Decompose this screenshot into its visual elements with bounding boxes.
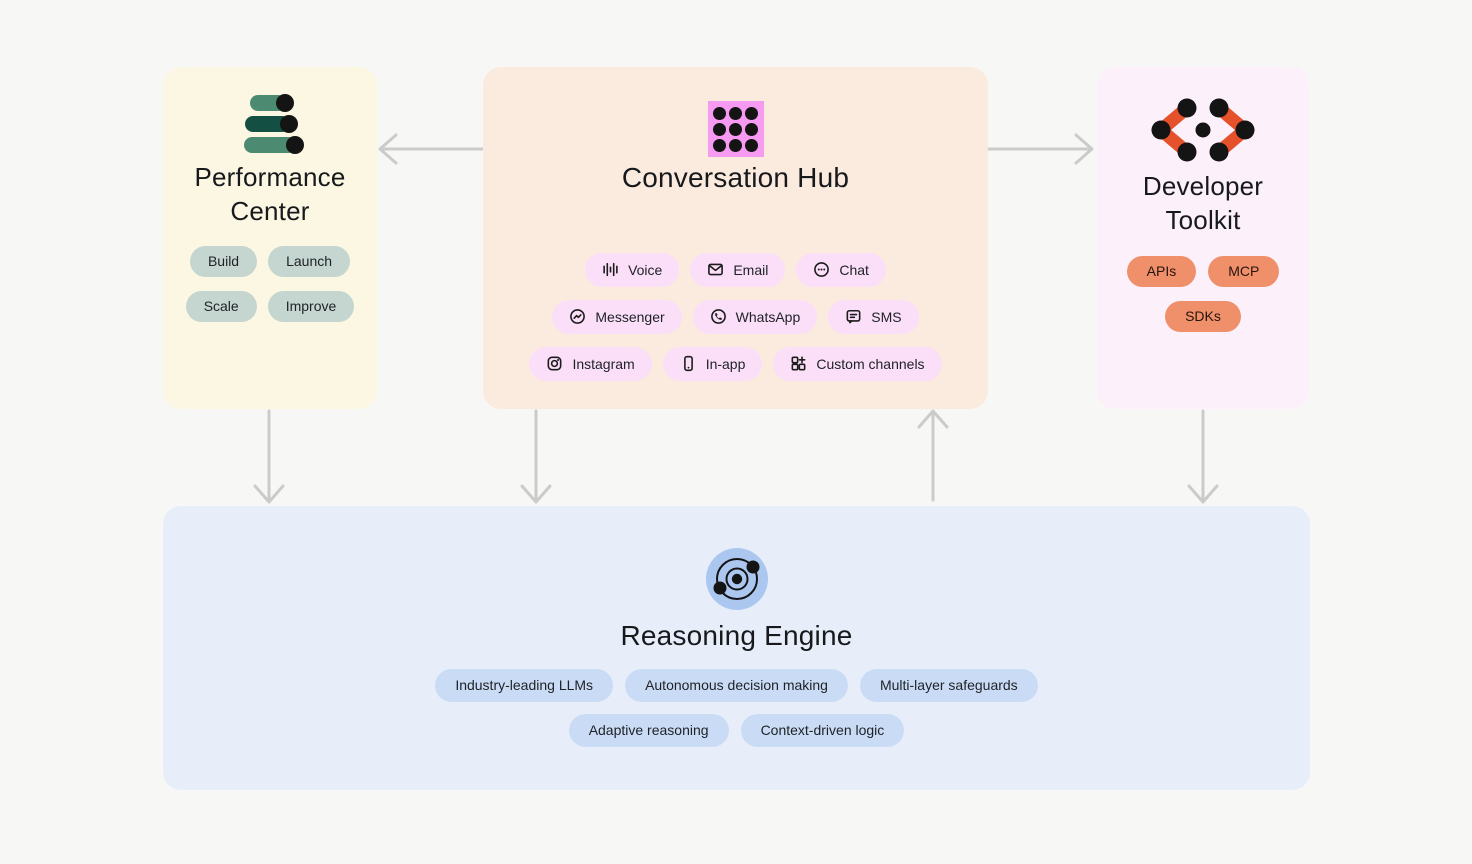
channel-label: SMS	[871, 308, 902, 325]
pill-autonomous: Autonomous decision making	[625, 668, 848, 702]
reasoning-engine-card: Reasoning Engine Industry-leading LLMs A…	[163, 506, 1310, 790]
bar-dot	[276, 94, 294, 112]
inapp-icon	[683, 356, 693, 372]
performance-center-card: Performance Center Build Launch Scale Im…	[163, 67, 377, 409]
pill-mcp: MCP	[1208, 255, 1280, 287]
bar-medium	[245, 115, 298, 133]
email-icon	[708, 264, 724, 276]
dot-grid-icon	[707, 101, 764, 157]
performance-bars-icon	[236, 94, 304, 154]
channel-pill-custom: Custom channels	[773, 346, 942, 381]
sms-icon	[846, 310, 861, 324]
performance-pills: Build Launch Scale Improve	[185, 245, 355, 322]
pill-llms: Industry-leading LLMs	[435, 668, 614, 702]
arrow-hub-to-performance	[378, 133, 485, 165]
channel-label: Voice	[628, 261, 663, 278]
channel-label: In-app	[705, 355, 746, 372]
channel-label: Custom channels	[816, 355, 925, 372]
channel-label: Chat	[839, 261, 869, 278]
chat-icon	[814, 262, 830, 278]
channel-label: WhatsApp	[735, 308, 801, 325]
channel-pill-instagram: Instagram	[529, 346, 652, 381]
channel-pill-email: Email	[690, 252, 786, 287]
pill-scale: Scale	[185, 290, 257, 322]
pill-sdks: SDKs	[1165, 300, 1241, 332]
reasoning-pills: Industry-leading LLMs Autonomous decisio…	[435, 668, 1038, 747]
channel-label: Email	[733, 261, 769, 278]
pill-safeguards: Multi-layer safeguards	[859, 668, 1038, 702]
pill-adaptive: Adaptive reasoning	[568, 713, 729, 747]
orbit-icon	[705, 548, 768, 610]
arrow-hub-to-developer	[986, 133, 1094, 165]
channel-pills: Voice Email Chat Messenger Wha	[529, 252, 942, 381]
pill-apis: APIs	[1126, 255, 1197, 287]
developer-toolkit-card: Developer Toolkit APIs MCP SDKs	[1097, 67, 1309, 409]
pill-improve: Improve	[267, 290, 355, 322]
arrow-hub-to-reasoning	[520, 409, 552, 504]
performance-center-title: Performance Center	[194, 162, 346, 227]
channel-label: Instagram	[572, 355, 635, 372]
whatsapp-icon	[710, 309, 726, 325]
channel-pill-sms: SMS	[828, 299, 919, 334]
code-brackets-icon	[1151, 98, 1255, 162]
bar-dot	[280, 115, 298, 133]
messenger-icon	[570, 309, 586, 325]
instagram-icon	[547, 356, 562, 371]
developer-pills: APIs MCP SDKs	[1126, 255, 1280, 332]
arrow-reasoning-to-hub	[917, 409, 949, 502]
conversation-hub-title: Conversation Hub	[621, 162, 850, 193]
bar-short	[250, 94, 294, 112]
channel-pill-chat: Chat	[796, 252, 886, 287]
pill-context: Context-driven logic	[740, 713, 905, 747]
channel-pill-inapp: In-app	[662, 346, 763, 381]
channel-pill-whatsapp: WhatsApp	[692, 299, 818, 334]
channel-label: Messenger	[595, 308, 665, 325]
bar-long	[244, 136, 304, 154]
arrow-performance-to-reasoning	[253, 409, 285, 504]
pill-launch: Launch	[268, 245, 351, 277]
voice-icon	[603, 263, 618, 277]
reasoning-engine-title: Reasoning Engine	[620, 620, 853, 651]
custom-channels-icon	[791, 356, 806, 371]
channel-pill-messenger: Messenger	[552, 299, 682, 334]
bar-dot	[286, 136, 304, 154]
pill-build: Build	[189, 245, 258, 277]
developer-toolkit-title: Developer Toolkit	[1142, 171, 1264, 236]
arrow-developer-to-reasoning	[1187, 409, 1219, 504]
conversation-hub-card: Conversation Hub Voice Email Chat	[483, 67, 988, 409]
channel-pill-voice: Voice	[585, 252, 680, 287]
